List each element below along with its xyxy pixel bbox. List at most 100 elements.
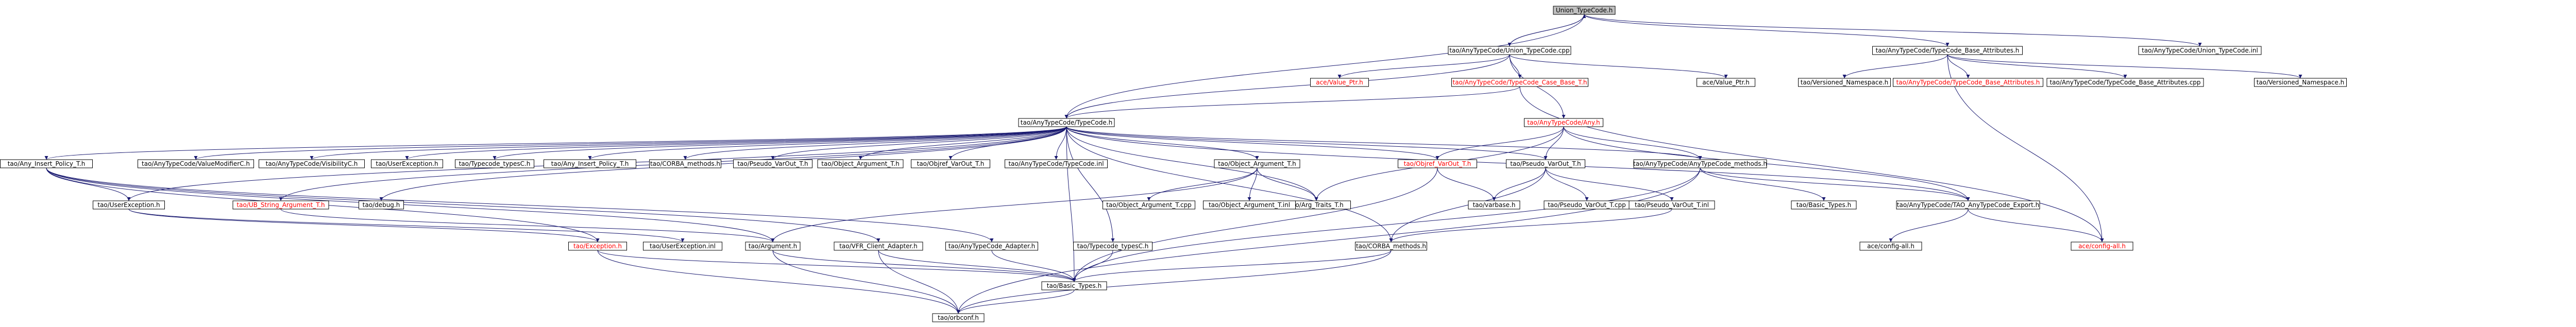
include-edge: [44, 126, 1067, 160]
file-node-label: tao/varbase.h: [1473, 201, 1516, 209]
dependency-edges: [44, 14, 2302, 314]
include-edge: [1947, 54, 1970, 79]
file-node-label: tao/Typecode_typesC.h: [1077, 243, 1149, 250]
file-node-box: [2138, 46, 2262, 55]
file-node-box: [2071, 242, 2133, 251]
file-node[interactable]: tao/Typecode_typesC.h: [1073, 242, 1153, 251]
file-node[interactable]: tao/AnyTypeCode/Union_TypeCode.cpp: [1448, 46, 1571, 55]
file-node[interactable]: tao/AnyTypeCode/TAO_AnyTypeCode_Export.h: [1896, 200, 2040, 210]
include-edge: [772, 250, 960, 314]
file-node-label: tao/AnyTypeCode/AnyTypeCode_methods.h: [1633, 160, 1767, 167]
include-edge: [956, 167, 1701, 314]
include-edge: [1066, 126, 1076, 282]
file-node[interactable]: tao/UserException.h: [371, 159, 443, 168]
include-edge: [1072, 167, 1701, 282]
file-node[interactable]: tao/Objref_VarOut_T.h: [911, 159, 990, 168]
include-edge: [128, 209, 685, 243]
file-node-label: tao/Object_Argument_T.inl: [1209, 201, 1290, 209]
file-node[interactable]: tao/UserException.inl: [643, 242, 722, 251]
file-node-label: tao/CORBA_methods.h: [1356, 243, 1426, 250]
file-node-label: ace/Value_Ptr.h: [1702, 79, 1750, 86]
include-edge: [1064, 86, 1520, 119]
file-node[interactable]: tao/Any_Insert_Policy_T.h: [544, 159, 636, 168]
file-node[interactable]: tao/orbconf.h: [932, 313, 985, 322]
file-node[interactable]: tao/AnyTypeCode/AnyTypeCode_methods.h: [1633, 159, 1767, 168]
file-node[interactable]: tao/Versioned_Namespace.h: [1798, 78, 1891, 87]
file-node[interactable]: tao/Object_Argument_T.h: [1214, 159, 1300, 168]
file-node[interactable]: ace/Value_Ptr.h: [1310, 78, 1369, 87]
file-node-box: [1355, 242, 1427, 251]
file-node-box: [745, 242, 801, 251]
file-node[interactable]: tao/AnyTypeCode/VisibilityC.h: [259, 159, 365, 168]
file-node[interactable]: ace/config-all.h: [2071, 242, 2133, 251]
file-node-label: Union_TypeCode.h: [1556, 7, 1613, 14]
file-node[interactable]: tao/varbase.h: [1468, 200, 1520, 210]
file-node[interactable]: tao/Typecode_typesC.h: [455, 159, 534, 168]
file-node[interactable]: tao/Object_Argument_T.inl: [1203, 200, 1296, 210]
file-node[interactable]: tao/Objref_VarOut_T.h: [1398, 159, 1477, 168]
include-edge: [1054, 126, 1067, 160]
file-node[interactable]: tao/AnyTypeCode/TypeCode.h: [1018, 118, 1115, 127]
file-node[interactable]: tao/AnyTypeCode_Adapter.h: [945, 242, 1038, 251]
file-node[interactable]: tao/Object_Argument_T.h: [817, 159, 904, 168]
file-node[interactable]: tao/AnyTypeCode/Any.h: [1524, 118, 1603, 127]
file-node-box: [911, 159, 990, 168]
include-edge: [1066, 126, 1548, 160]
file-node[interactable]: tao/Pseudo_VarOut_T.cpp: [1544, 200, 1630, 210]
file-node[interactable]: tao/CORBA_methods.h: [1355, 242, 1427, 251]
file-node[interactable]: tao/Pseudo_VarOut_T.h: [1506, 159, 1585, 168]
include-edge: [878, 250, 1076, 282]
include-edge: [597, 250, 960, 314]
file-node[interactable]: tao/Versioned_Namespace.h: [2254, 78, 2347, 87]
file-node-label: tao/CORBA_methods.h: [650, 160, 720, 167]
include-edge: [1072, 250, 1392, 282]
file-node-box: [1448, 46, 1571, 55]
include-edge: [1889, 209, 1969, 243]
file-node[interactable]: tao/UB_String_Argument_T.h: [232, 200, 329, 210]
file-node[interactable]: tao/AnyTypeCode/TypeCode.inl: [1005, 159, 1108, 168]
file-node[interactable]: tao/Argument.h: [745, 242, 801, 251]
file-node-box: [1633, 159, 1767, 168]
file-node[interactable]: tao/VFR_Client_Adapter.h: [834, 242, 923, 251]
file-node[interactable]: tao/Exception.h: [568, 242, 627, 251]
file-node[interactable]: tao/AnyTypeCode/TypeCode_Base_Attributes…: [1893, 78, 2043, 87]
file-node[interactable]: tao/AnyTypeCode/Union_TypeCode.inl: [2138, 46, 2262, 55]
file-node[interactable]: ace/Value_Ptr.h: [1697, 78, 1755, 87]
include-edge: [310, 126, 1067, 160]
include-edge: [991, 250, 1076, 282]
file-node-label: tao/AnyTypeCode/TypeCode_Case_Base_T.h: [1453, 79, 1587, 86]
file-node[interactable]: tao/Arg_Traits_T.h: [1282, 200, 1351, 210]
file-node-box: [2046, 78, 2204, 87]
file-node[interactable]: tao/Pseudo_VarOut_T.inl: [1629, 200, 1715, 210]
file-node[interactable]: tao/Basic_Types.h: [1041, 281, 1107, 290]
include-edge: [379, 126, 1067, 201]
include-edge: [1492, 167, 1546, 201]
file-node-box: [1103, 200, 1195, 210]
file-node-label: tao/Object_Argument_T.cpp: [1106, 201, 1192, 209]
file-node-box: [359, 200, 404, 210]
file-node-box: [138, 159, 254, 168]
file-node-box: [1468, 200, 1520, 210]
file-node[interactable]: tao/AnyTypeCode/TypeCode_Base_Attributes…: [2046, 78, 2204, 87]
file-node-box: [649, 159, 721, 168]
include-edge: [493, 126, 1067, 160]
file-node[interactable]: tao/UserException.h: [93, 200, 165, 210]
file-node-box: [1524, 118, 1603, 127]
file-node[interactable]: tao/Object_Argument_T.cpp: [1103, 200, 1195, 210]
file-node-box: [259, 159, 365, 168]
file-node[interactable]: tao/AnyTypeCode/TypeCode_Base_Attributes…: [1872, 46, 2023, 55]
file-node[interactable]: tao/debug.h: [359, 200, 404, 210]
file-node-box: [0, 159, 93, 168]
file-node[interactable]: tao/AnyTypeCode/ValueModifierC.h: [138, 159, 254, 168]
file-node[interactable]: tao/CORBA_methods.h: [649, 159, 721, 168]
file-node[interactable]: tao/AnyTypeCode/TypeCode_Case_Base_T.h: [1451, 78, 1588, 87]
file-node[interactable]: tao/Pseudo_VarOut_T.h: [733, 159, 812, 168]
file-node[interactable]: ace/config-all.h: [1859, 242, 1922, 251]
file-node[interactable]: tao/Any_Insert_Policy_T.h: [0, 159, 93, 168]
include-edge: [128, 209, 600, 243]
include-edge: [1435, 126, 1564, 160]
file-node-box: [371, 159, 443, 168]
file-node[interactable]: tao/Basic_Types.h: [1791, 200, 1857, 210]
include-edge: [1337, 54, 1510, 79]
